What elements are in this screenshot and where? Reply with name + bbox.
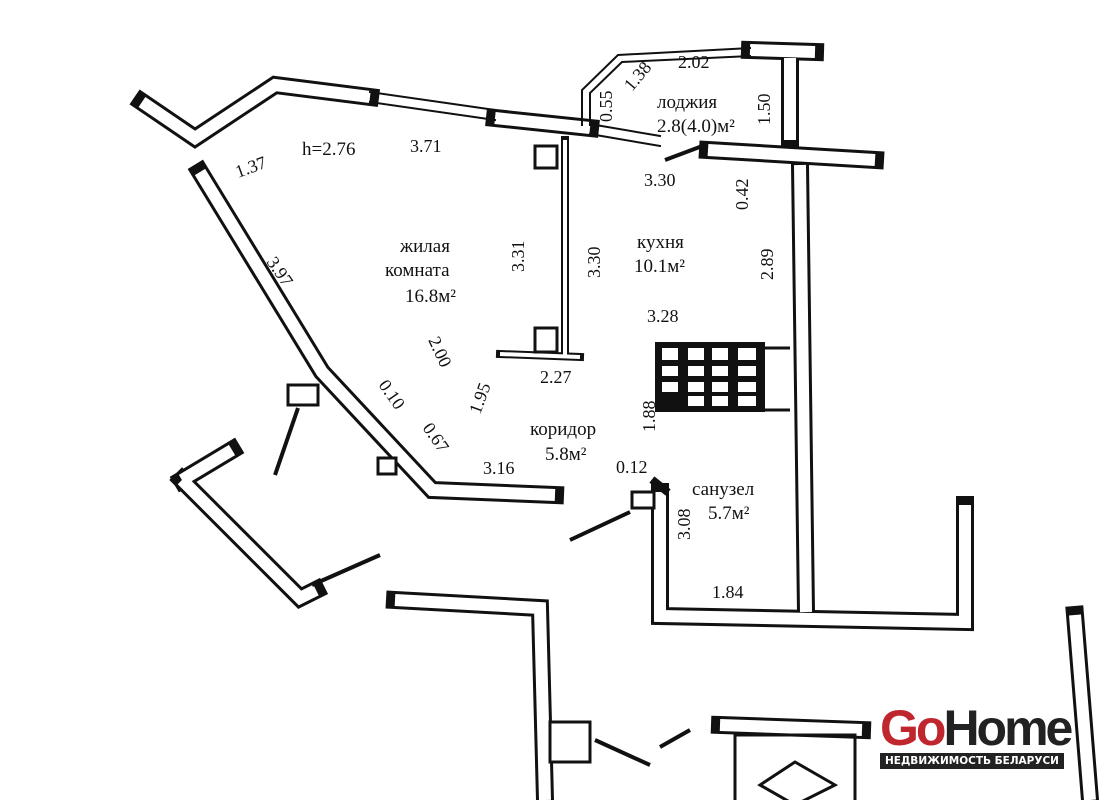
- dimension-label: 1.50: [754, 94, 774, 126]
- dimension-label: 3.71: [410, 136, 442, 156]
- dimension-label: 0.12: [616, 457, 648, 477]
- living-room-area: 16.8м²: [405, 286, 456, 307]
- living-room-name: комната: [385, 260, 450, 281]
- ceiling-height: h=2.76: [302, 139, 355, 160]
- column: [533, 144, 559, 170]
- bathroom-area: 5.7м²: [708, 503, 750, 524]
- elevator: [733, 733, 857, 800]
- dimension-label: 0.67: [419, 419, 453, 456]
- dimension-label: 1.95: [465, 380, 495, 416]
- dimension-label: 0.42: [732, 179, 752, 211]
- corridor-area: 5.8м²: [545, 444, 587, 465]
- logo-tagline: НЕДВИЖИМОСТЬ БЕЛАРУСИ: [880, 753, 1064, 769]
- column: [286, 383, 320, 407]
- dimension-label: 0.10: [375, 376, 409, 413]
- dimension-label: 3.28: [647, 306, 679, 326]
- dimension-label: 1.37: [233, 152, 269, 182]
- dimension-label: 1.88: [639, 401, 659, 433]
- dimension-label: 2.27: [540, 367, 572, 387]
- column: [630, 490, 656, 510]
- kitchen-name: кухня: [637, 232, 684, 253]
- logo-brand-go: Go: [880, 700, 946, 756]
- dimension-label: 1.84: [712, 582, 744, 602]
- room-labels: жилая комната 16.8м² кухня 10.1м² лоджия…: [302, 92, 755, 524]
- logo-brand-home: Home: [943, 700, 1073, 756]
- dimension-label: 1.38: [620, 58, 656, 95]
- column: [533, 326, 559, 354]
- loggia-area: 2.8(4.0)м²: [657, 116, 735, 137]
- dimension-label: 0.55: [596, 91, 616, 123]
- corridor-name: коридор: [530, 419, 596, 440]
- bathroom-name: санузел: [692, 479, 755, 500]
- dimension-label: 2.02: [678, 52, 710, 72]
- dimension-label: 3.16: [483, 458, 515, 478]
- staircase: [655, 342, 790, 412]
- column: [548, 720, 592, 764]
- door-swings: [273, 143, 706, 767]
- living-room-name: жилая: [399, 236, 450, 257]
- kitchen-area: 10.1м²: [634, 256, 685, 277]
- dimension-label: 3.31: [508, 241, 528, 273]
- dimension-label: 3.08: [674, 509, 694, 541]
- loggia-name: лоджия: [657, 92, 717, 113]
- walls: [129, 40, 1100, 800]
- ventilation-shaft: [376, 456, 398, 476]
- dimension-label: 3.30: [584, 247, 604, 279]
- gohome-logo: GoHome НЕДВИЖИМОСТЬ БЕЛАРУСИ: [880, 703, 1076, 769]
- dimension-label: 2.89: [757, 249, 777, 281]
- dimension-label: 3.30: [644, 170, 676, 190]
- dimension-label: 2.00: [424, 333, 455, 370]
